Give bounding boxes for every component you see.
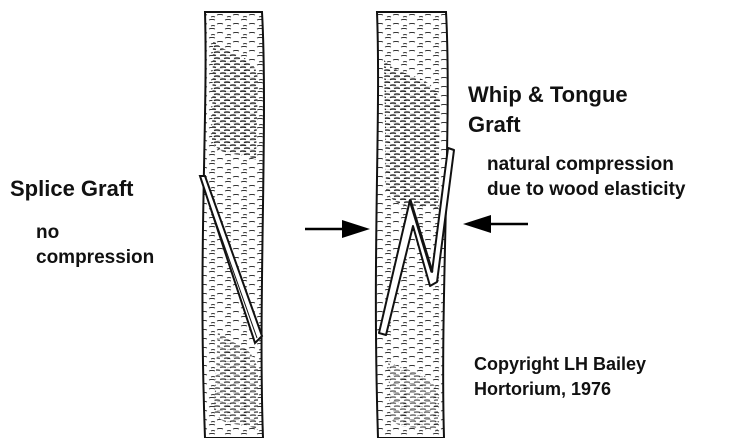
whip-note-line1: natural compression — [487, 152, 737, 177]
splice-note-line1: no — [36, 220, 206, 245]
credit-line2: Hortorium, 1976 — [474, 377, 704, 402]
splice-graft-stem — [202, 12, 264, 438]
whip-title-line2: Graft — [468, 110, 668, 140]
whip-graft-title: Whip & Tongue Graft — [468, 80, 668, 140]
splice-note-line2: compression — [36, 245, 206, 270]
compression-arrow-left — [305, 220, 370, 238]
compression-arrow-right — [463, 215, 528, 233]
whip-note-line2: due to wood elasticity — [487, 177, 737, 202]
whip-title-line1: Whip & Tongue — [468, 80, 668, 110]
splice-graft-title: Splice Graft — [10, 176, 133, 202]
copyright-credit: Copyright LH Bailey Hortorium, 1976 — [474, 352, 704, 402]
credit-line1: Copyright LH Bailey — [474, 352, 704, 377]
splice-graft-note: no compression — [36, 220, 206, 270]
whip-graft-note: natural compression due to wood elastici… — [487, 152, 737, 202]
